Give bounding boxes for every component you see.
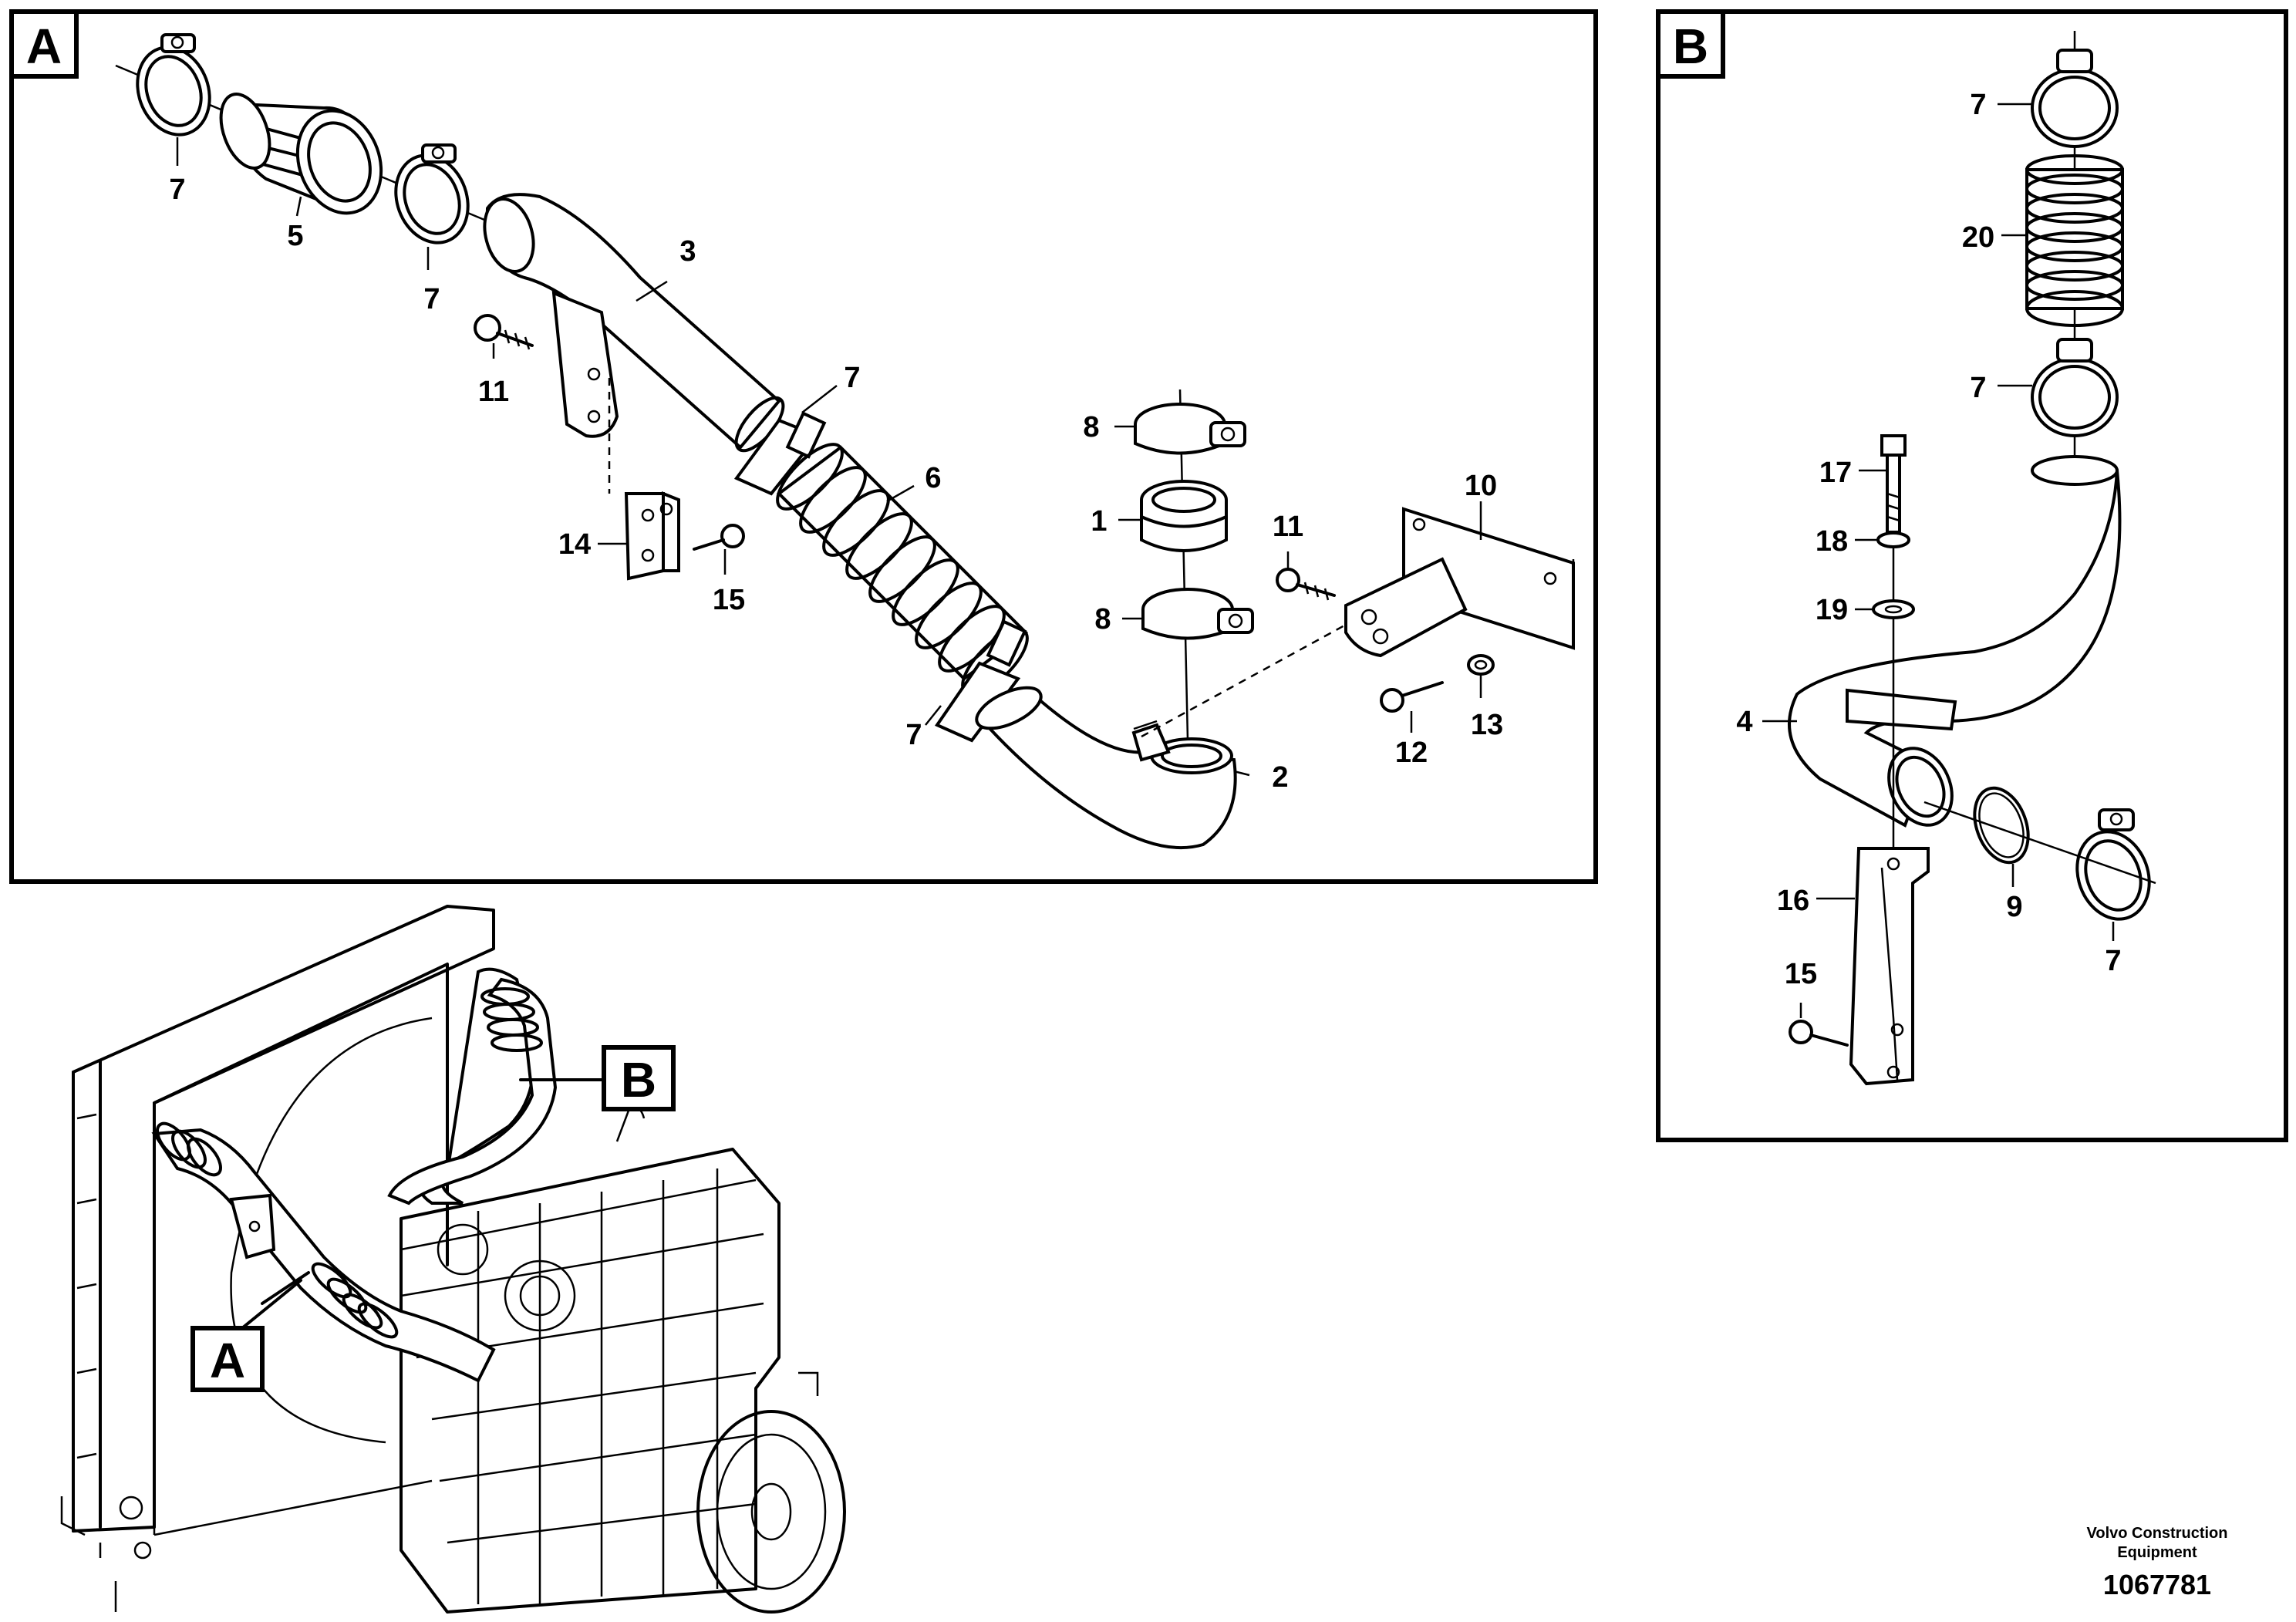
callout-a-12: 12	[1395, 737, 1428, 769]
callout-a-7-clamp: 7	[169, 174, 185, 206]
callout-a-2: 2	[1272, 761, 1288, 794]
company-name-line-1: Volvo Construction	[2087, 1525, 2228, 1542]
panel-b-clamp-7-top	[2031, 49, 2119, 148]
callout-b-7-top: 7	[1970, 89, 1986, 121]
overview-callout-a-box	[190, 1326, 265, 1392]
panel-b-leader-lines	[1762, 103, 2115, 1018]
panel-a-letter: A	[26, 19, 62, 74]
overview-callout-a-letter: A	[210, 1333, 245, 1388]
panel-b-clamp-7-lower-right	[2075, 808, 2151, 921]
bolt-11-left	[474, 314, 534, 350]
sleeve-clamp-7-lower	[934, 619, 1027, 743]
panel-b-clamp-7-second	[2031, 338, 2119, 437]
elbow-pipe-2	[975, 686, 1237, 850]
company-name-line-2: Equipment	[2117, 1544, 2197, 1561]
panel-b-bracket-16	[1849, 847, 1930, 1086]
callout-a-7-sleeve-upper: 7	[844, 362, 860, 394]
callout-a-7-clamp-second: 7	[423, 283, 440, 315]
panel-b-bolt-15	[1789, 1020, 1849, 1047]
callout-a-15: 15	[713, 584, 745, 616]
bolt-15-panel-a	[693, 524, 745, 551]
callout-a-13: 13	[1471, 709, 1503, 741]
panel-a: A	[9, 9, 1598, 884]
callout-a-6: 6	[925, 462, 941, 494]
panel-b-bolt-17	[1880, 434, 1907, 534]
callout-b-15: 15	[1785, 958, 1817, 990]
nut-13	[1467, 654, 1495, 676]
bellows-hose-6	[776, 443, 1029, 696]
callout-b-20: 20	[1962, 221, 1994, 254]
callout-a-7-sleeve-lower: 7	[905, 719, 922, 751]
callout-b-9: 9	[2006, 891, 2022, 923]
panel-b-o-ring-9	[1973, 786, 2030, 865]
panel-a-leader-lines	[176, 137, 1482, 777]
sleeve-1	[1140, 480, 1228, 552]
panel-b-letter: B	[1673, 19, 1708, 74]
sleeve-clamp-7-upper	[733, 411, 827, 496]
callout-a-3: 3	[679, 235, 696, 268]
callout-b-4: 4	[1736, 706, 1752, 738]
drawing-number: 1067781	[2103, 1569, 2211, 1600]
panel-b: B	[1656, 9, 2288, 1142]
overview-callout-b-letter: B	[621, 1052, 656, 1108]
panel-b-washer-18	[1876, 531, 1910, 548]
mounting-plate-10	[1344, 507, 1575, 658]
hose-clamp-7-second	[394, 143, 470, 244]
callout-b-17: 17	[1819, 457, 1852, 489]
callout-b-7-second: 7	[1970, 372, 1986, 404]
callout-a-8-bottom: 8	[1094, 603, 1111, 636]
bolt-11-right	[1276, 568, 1336, 601]
callout-a-11-right: 11	[1273, 511, 1303, 543]
callout-a-11-left: 11	[478, 376, 509, 408]
panel-b-bellows-20	[2025, 154, 2124, 327]
panel-a-tag	[9, 9, 79, 79]
panel-b-pipe-4	[1788, 455, 2122, 828]
callout-a-8-top: 8	[1083, 411, 1099, 443]
callout-a-1: 1	[1091, 505, 1107, 538]
callout-b-19: 19	[1816, 594, 1848, 626]
panel-b-tag	[1656, 9, 1725, 79]
callout-b-7-lower: 7	[2105, 945, 2121, 977]
hose-5	[219, 93, 383, 215]
callout-a-14: 14	[558, 528, 591, 561]
clamp-8-bottom	[1141, 588, 1254, 640]
clamp-8-top	[1134, 403, 1246, 455]
engine-overview-illustration: B A	[60, 905, 846, 1614]
overview-callout-b-box	[602, 1045, 676, 1111]
bolt-12	[1380, 681, 1444, 713]
callout-b-16: 16	[1777, 885, 1809, 917]
bracket-14	[624, 491, 680, 581]
hose-clamp-7-top-left	[136, 33, 211, 137]
callout-a-10: 10	[1465, 470, 1497, 502]
pipe-3	[483, 193, 785, 453]
drawing-footer: Volvo Construction Equipment 1067781	[2087, 1525, 2228, 1600]
callout-a-5: 5	[287, 220, 303, 252]
panel-b-washer-19	[1872, 599, 1915, 619]
callout-b-18: 18	[1816, 525, 1848, 558]
